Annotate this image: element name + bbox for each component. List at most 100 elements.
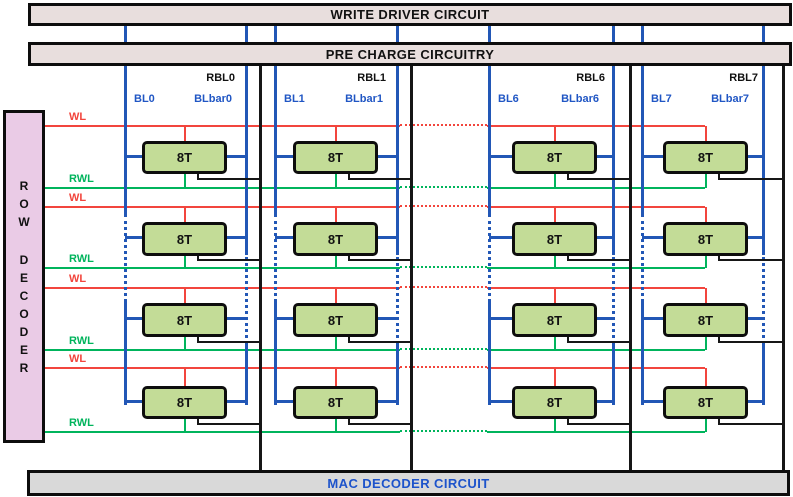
rwl-label-row1: RWL bbox=[69, 173, 94, 185]
blbar-stub-r2c0 bbox=[227, 236, 248, 239]
rwl-label-row2: RWL bbox=[69, 253, 94, 265]
rbl-tap-r1c0 bbox=[197, 178, 260, 180]
write-driver-banner: WRITE DRIVER CIRCUIT bbox=[28, 3, 792, 26]
wl-line-row1-left-segment bbox=[45, 125, 400, 127]
wl-line-row3-dotted-segment bbox=[400, 286, 487, 288]
rbl-line-col2 bbox=[629, 66, 632, 471]
sram-cell-8t-r1c2: 8T bbox=[512, 141, 597, 174]
rbl-tap-tick-r2c3 bbox=[718, 254, 720, 261]
sram-cell-8t-r2c3: 8T bbox=[663, 222, 748, 256]
rwl-stub-r2c2 bbox=[554, 256, 556, 268]
blbar-line-col2-top-segment bbox=[612, 25, 615, 252]
wl-stub-r1c0 bbox=[184, 126, 186, 141]
rbl-tap-r2c3 bbox=[718, 259, 783, 261]
rwl-stub-r2c1 bbox=[335, 256, 337, 268]
rbl-tap-r4c2 bbox=[567, 423, 630, 425]
wl-line-row1-right-segment bbox=[487, 125, 705, 127]
wl-stub-r4c1 bbox=[335, 368, 337, 386]
rbl-tap-r2c1 bbox=[348, 259, 411, 261]
wl-label-row1: WL bbox=[69, 111, 87, 123]
wl-stub-r2c1 bbox=[335, 207, 337, 222]
wl-label-row4: WL bbox=[69, 353, 87, 365]
row-decoder-letter: E bbox=[19, 270, 28, 285]
blbar-label-col2: BLbar6 bbox=[561, 93, 599, 105]
wl-stub-r3c0 bbox=[184, 288, 186, 303]
bl-label-col3: BL7 bbox=[651, 93, 672, 105]
blbar-stub-r2c3 bbox=[748, 236, 765, 239]
cell-label: 8T bbox=[176, 150, 193, 165]
rbl-label-col0: RBL0 bbox=[206, 72, 235, 84]
wl-line-row2-dotted-segment bbox=[400, 205, 487, 207]
rbl-tap-tick-r1c3 bbox=[718, 172, 720, 180]
blbar-stub-r2c2 bbox=[597, 236, 615, 239]
wl-line-row4-right-segment bbox=[487, 367, 705, 369]
bl-stub-r4c3 bbox=[642, 400, 663, 403]
rwl-stub-r3c3 bbox=[705, 337, 707, 350]
bl-stub-r4c0 bbox=[125, 400, 142, 403]
sram-cell-8t-r4c3: 8T bbox=[663, 386, 748, 419]
wl-label-row2: WL bbox=[69, 192, 87, 204]
rwl-stub-r2c0 bbox=[184, 256, 186, 268]
blbar-line-col3-top-segment bbox=[762, 25, 765, 252]
bl-stub-r3c3 bbox=[642, 317, 663, 320]
bl-line-col1-top-segment bbox=[274, 25, 277, 214]
rwl-line-row4-dotted-segment bbox=[400, 430, 487, 432]
wl-stub-r3c2 bbox=[554, 288, 556, 303]
wl-stub-r1c1 bbox=[335, 126, 337, 141]
rwl-stub-r1c1 bbox=[335, 174, 337, 188]
rbl-tap-tick-r3c3 bbox=[718, 335, 720, 343]
blbar-line-col3-bottom-segment bbox=[762, 344, 765, 405]
sram-cell-8t-r4c0: 8T bbox=[142, 386, 227, 419]
rwl-line-row2-dotted-segment bbox=[400, 266, 487, 268]
bl-line-col2-bottom-segment bbox=[488, 302, 491, 405]
blbar-stub-r4c2 bbox=[597, 400, 615, 403]
bl-stub-r2c2 bbox=[489, 236, 512, 239]
wl-line-row4-left-segment bbox=[45, 367, 400, 369]
cell-label: 8T bbox=[176, 312, 193, 328]
rbl-tap-tick-r3c1 bbox=[348, 335, 350, 343]
sram-cell-8t-r4c1: 8T bbox=[293, 386, 378, 419]
cell-label: 8T bbox=[327, 395, 344, 410]
sram-cell-8t-r2c2: 8T bbox=[512, 222, 597, 256]
rwl-stub-r4c3 bbox=[705, 419, 707, 432]
bl-line-col2-top-segment bbox=[488, 25, 491, 214]
bl-label-col0: BL0 bbox=[134, 93, 155, 105]
rbl-tap-r3c3 bbox=[718, 341, 783, 343]
rwl-line-row4-right-segment bbox=[487, 431, 705, 433]
rbl-tap-tick-r3c2 bbox=[567, 335, 569, 343]
row-decoder-letter: W bbox=[18, 214, 30, 229]
rwl-label-row4: RWL bbox=[69, 417, 94, 429]
blbar-stub-r2c1 bbox=[378, 236, 399, 239]
cell-label: 8T bbox=[327, 312, 344, 328]
row-decoder-letter: R bbox=[19, 360, 29, 375]
row-decoder-letter: D bbox=[19, 324, 29, 339]
bl-line-col3-dotted-segment bbox=[641, 214, 644, 302]
sram-cell-8t-r3c1: 8T bbox=[293, 303, 378, 337]
wl-stub-r1c2 bbox=[554, 126, 556, 141]
bl-line-col2-dotted-segment bbox=[488, 214, 491, 302]
rwl-line-row4-left-segment bbox=[45, 431, 400, 433]
rbl-tap-tick-r2c0 bbox=[197, 254, 199, 261]
write-driver-banner-label: WRITE DRIVER CIRCUIT bbox=[330, 7, 490, 22]
bl-stub-r1c2 bbox=[489, 155, 512, 158]
blbar-stub-r4c1 bbox=[378, 400, 399, 403]
bl-stub-r3c2 bbox=[489, 317, 512, 320]
bl-stub-r3c0 bbox=[125, 317, 142, 320]
rwl-stub-r1c0 bbox=[184, 174, 186, 188]
mac-decoder-banner-label: MAC DECODER CIRCUIT bbox=[327, 475, 490, 491]
rbl-tap-r3c2 bbox=[567, 341, 630, 343]
rbl-tap-tick-r2c2 bbox=[567, 254, 569, 261]
wl-stub-r3c1 bbox=[335, 288, 337, 303]
blbar-stub-r3c2 bbox=[597, 317, 615, 320]
rwl-line-row1-left-segment bbox=[45, 187, 400, 189]
rwl-stub-r3c2 bbox=[554, 337, 556, 350]
sram-cell-8t-r3c2: 8T bbox=[512, 303, 597, 337]
blbar-stub-r4c0 bbox=[227, 400, 248, 403]
wl-line-row2-left-segment bbox=[45, 206, 400, 208]
rbl-line-col3 bbox=[782, 66, 785, 471]
cell-label: 8T bbox=[697, 150, 714, 165]
wl-line-row4-dotted-segment bbox=[400, 366, 487, 368]
wl-stub-r2c3 bbox=[705, 207, 707, 222]
